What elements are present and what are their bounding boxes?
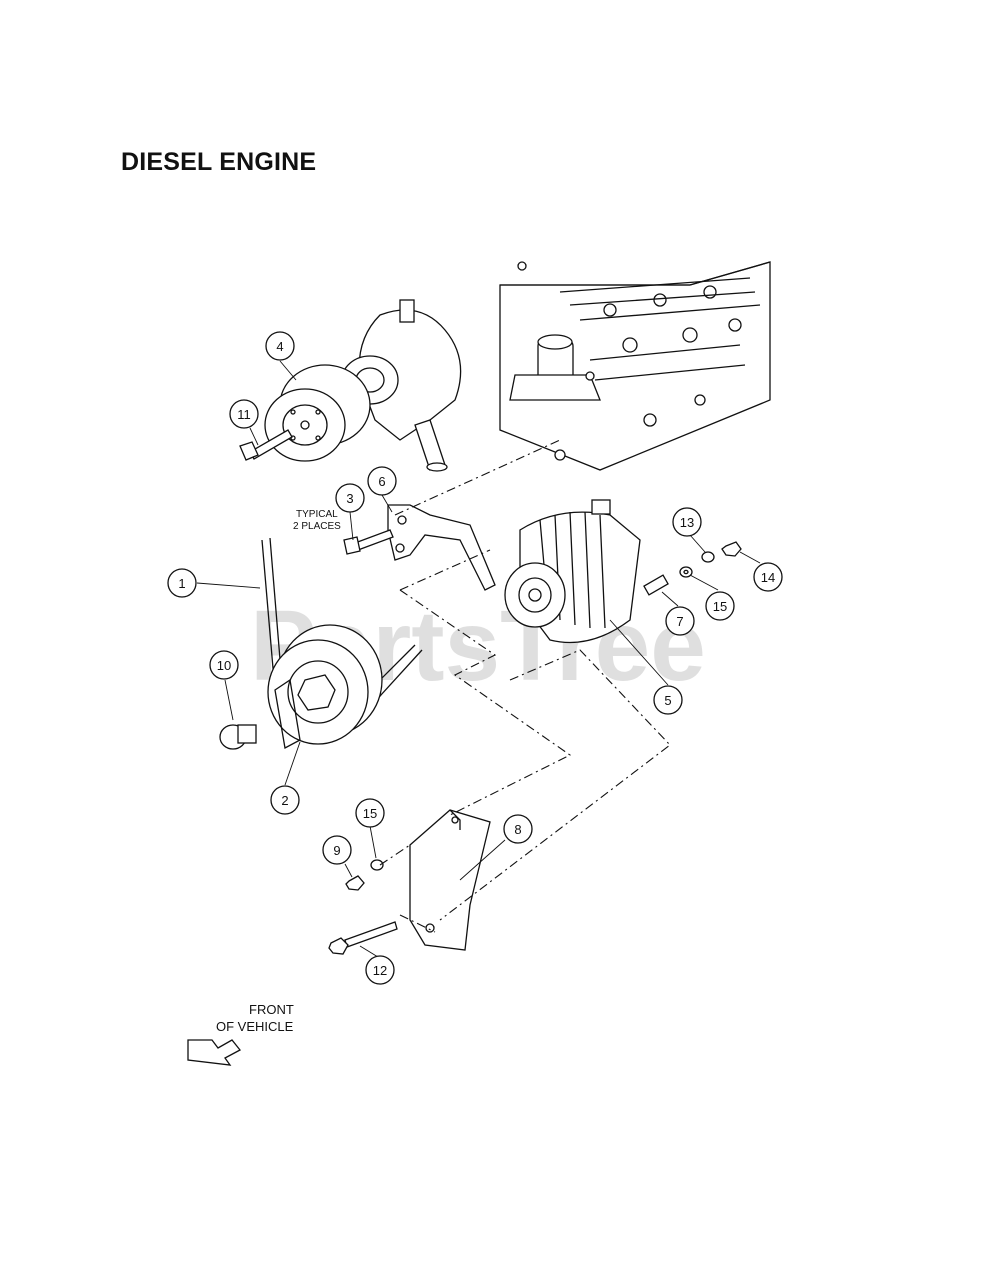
svg-text:9: 9 [333,843,340,858]
front-label-line2: OF VEHICLE [216,1019,294,1034]
callout-6: 6 [367,466,397,496]
assembly-lines [379,439,671,933]
arrow-left-down-icon [187,1039,241,1066]
nut-9 [345,875,365,891]
svg-text:13: 13 [680,515,694,530]
callout-8: 8 [503,814,533,844]
water-pump-pulley [264,364,371,462]
nut-14 [721,541,742,557]
bolt-3 [343,529,394,555]
callout-15-upper: 15 [705,591,735,621]
washer-15-lower [370,859,384,871]
svg-text:1: 1 [178,576,185,591]
spacer-7 [643,574,669,596]
svg-text:5: 5 [664,693,671,708]
bolt-11 [239,429,293,461]
svg-text:8: 8 [514,822,521,837]
callout-3: 3 [335,483,365,513]
svg-text:15: 15 [363,806,377,821]
callout-5: 5 [653,685,683,715]
front-label-line1: FRONT [249,1002,294,1017]
svg-text:2: 2 [281,793,288,808]
svg-text:12: 12 [373,963,387,978]
page-title: DIESEL ENGINE [121,148,317,176]
bolt-12 [328,921,398,955]
svg-text:10: 10 [217,658,231,673]
bolt-10 [219,724,257,750]
alternator-bracket [387,504,496,591]
callout-1: 1 [167,568,197,598]
typical-note-line1: TYPICAL [296,509,338,520]
washer-15-upper [679,566,693,578]
cylinder-head [499,261,771,471]
svg-text:14: 14 [761,570,775,585]
callout-13: 13 [672,507,702,537]
svg-text:4: 4 [276,339,283,354]
callout-15-lower: 15 [355,798,385,828]
svg-text:6: 6 [378,474,385,489]
callout-14: 14 [753,562,783,592]
callout-2: 2 [270,785,300,815]
callout-12: 12 [365,955,395,985]
leader-lines [196,360,761,958]
alternator [504,499,641,644]
svg-text:15: 15 [713,599,727,614]
crankshaft-pulley [267,624,383,749]
callout-9: 9 [322,835,352,865]
belt-guard [409,809,491,951]
callout-4: 4 [265,331,295,361]
typical-note-line2: 2 PLACES [293,521,341,532]
callout-11: 11 [229,399,259,429]
lock-washer-13 [701,551,715,563]
svg-text:11: 11 [237,407,251,422]
svg-text:3: 3 [346,491,353,506]
callout-10: 10 [209,650,239,680]
callout-7: 7 [665,606,695,636]
svg-text:7: 7 [676,614,683,629]
